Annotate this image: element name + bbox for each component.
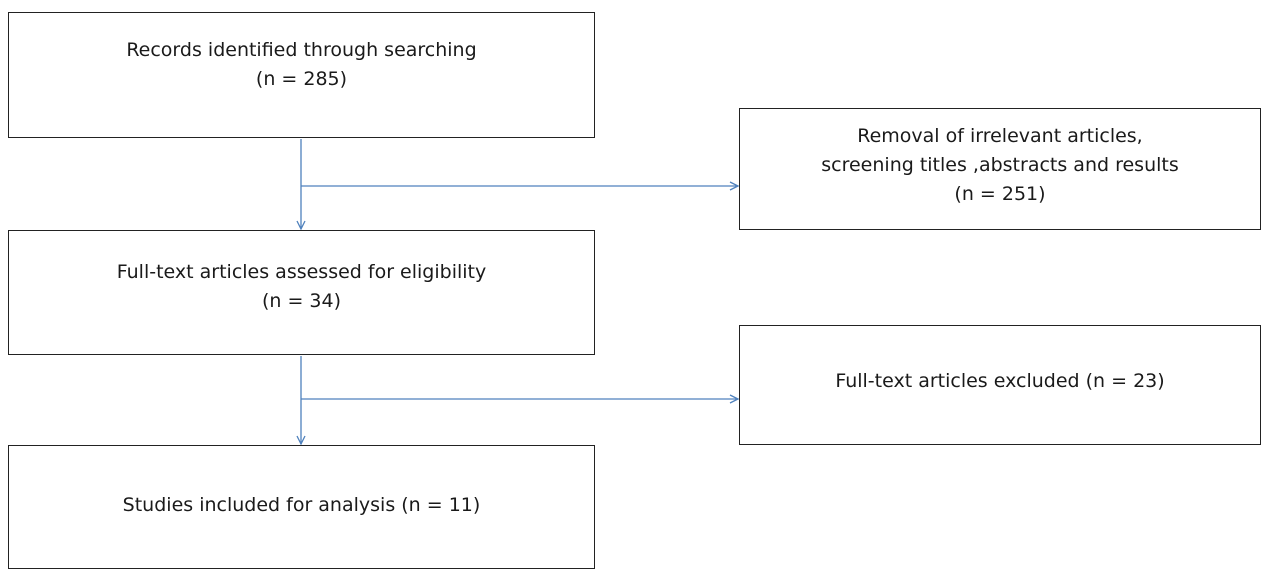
fulltext-assessed-count: (n = 34) [261, 289, 342, 312]
studies-included-box: Studies included for analysis (n = 11) [8, 445, 595, 569]
fulltext-assessed-box: Full-text articles assessed for eligibil… [8, 230, 595, 355]
fulltext-assessed-label: Full-text articles assessed for eligibil… [116, 260, 487, 283]
removal-label-line1: Removal of irrelevant articles, [857, 124, 1143, 147]
removal-count: (n = 251) [954, 182, 1046, 205]
studies-included-label: Studies included for analysis (n = 11) [122, 493, 481, 516]
removal-label-line2: screening titles ,abstracts and results [821, 153, 1179, 176]
fulltext-excluded-box: Full-text articles excluded (n = 23) [739, 325, 1261, 445]
fulltext-excluded-label: Full-text articles excluded (n = 23) [835, 369, 1165, 392]
records-identified-count: (n = 285) [255, 68, 348, 90]
records-identified-label: Records identified through searching [126, 39, 477, 61]
records-identified-box: Records identified through searching (n … [8, 12, 595, 138]
removal-box: Removal of irrelevant articles, screenin… [739, 108, 1261, 230]
